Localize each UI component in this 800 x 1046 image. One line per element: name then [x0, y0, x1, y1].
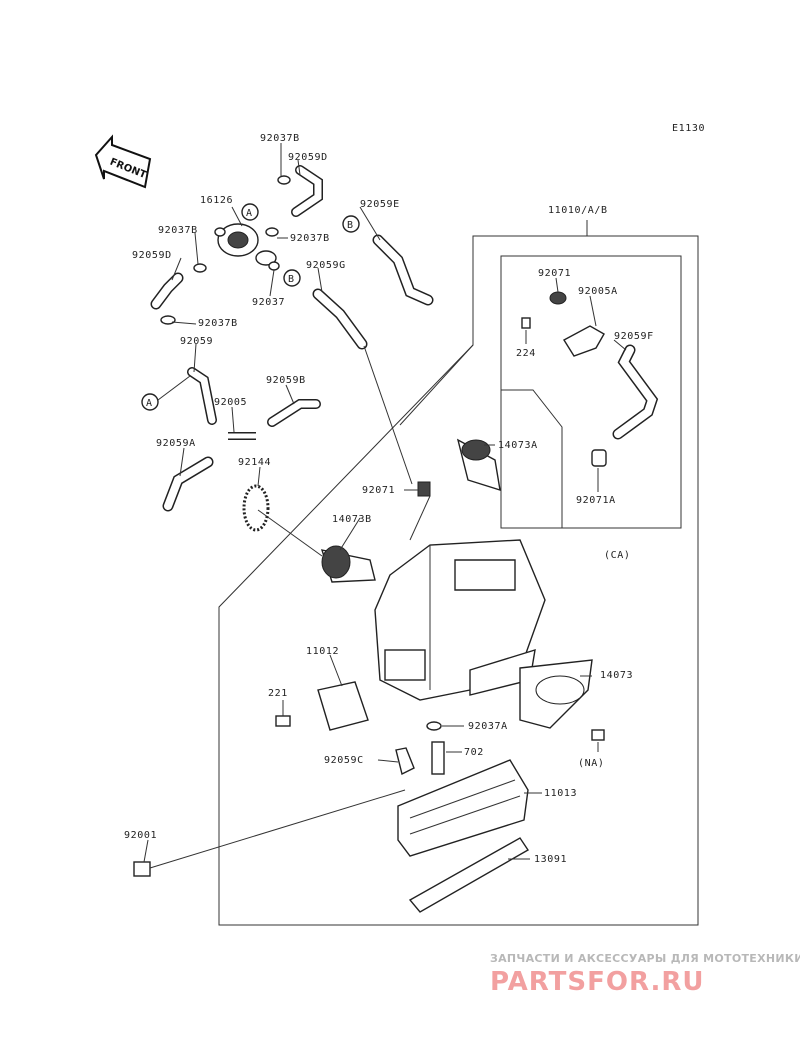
callout: (NA)	[578, 758, 604, 769]
diagram-code: E1130	[672, 123, 705, 134]
watermark: ЗАПЧАСТИ И АКСЕССУАРЫ ДЛЯ МОТОТЕХНИКИ PA…	[490, 952, 800, 997]
reference-markers: A B B A	[141, 203, 360, 411]
callout: 92059D	[132, 250, 172, 261]
callout: 92059C	[324, 755, 364, 766]
callout: 13091	[534, 854, 567, 865]
marker-b-2	[283, 269, 301, 287]
svg-text:B: B	[347, 220, 354, 231]
callout: 14073B	[332, 514, 372, 525]
marker-a-2	[141, 393, 159, 411]
callout: 224	[516, 348, 536, 359]
watermark-logo: PARTSFOR.RU	[490, 967, 704, 997]
callout: 92059G	[306, 260, 346, 271]
callout: 92005A	[578, 286, 618, 297]
callout: 92144	[238, 457, 271, 468]
callout: 92001	[124, 830, 157, 841]
svg-text:B: B	[288, 274, 295, 285]
callout: 92037B	[198, 318, 238, 329]
svg-text:A: A	[146, 398, 153, 409]
callout: 92059D	[288, 152, 328, 163]
callout: 11013	[544, 788, 577, 799]
callout: 92037	[252, 297, 285, 308]
callout: 11012	[306, 646, 339, 657]
callout: (CA)	[604, 550, 630, 561]
callout: 92037A	[468, 721, 508, 732]
california-parts-group	[521, 291, 659, 467]
assembly-outline	[218, 220, 699, 926]
air-cleaner-housing	[133, 438, 605, 913]
callout: 92059B	[266, 375, 306, 386]
callout: 92037B	[260, 133, 300, 144]
callout: 92071A	[576, 495, 616, 506]
callout: 14073	[600, 670, 633, 681]
front-arrow-icon: FRONT	[94, 134, 152, 189]
callout: 16126	[200, 195, 233, 206]
svg-text:A: A	[246, 208, 253, 219]
callout: 92059	[180, 336, 213, 347]
callout: 92037B	[290, 233, 330, 244]
air-switching-valve-group	[150, 165, 434, 532]
callout: 92059A	[156, 438, 196, 449]
callout: 221	[268, 688, 288, 699]
part-callouts: 92037B 92059D 16126 92037B 92059E 92037B…	[124, 133, 654, 865]
callout: 11010/A/B	[548, 205, 608, 216]
callout: 702	[464, 747, 484, 758]
callout: 92005	[214, 397, 247, 408]
callout: 14073A	[498, 440, 538, 451]
callout: 92037B	[158, 225, 198, 236]
leader-lines	[143, 143, 627, 869]
marker-a	[241, 203, 259, 221]
callout: 92071	[362, 485, 395, 496]
callout: 92071	[538, 268, 571, 279]
watermark-subtitle: ЗАПЧАСТИ И АКСЕССУАРЫ ДЛЯ МОТОТЕХНИКИ	[490, 952, 800, 965]
marker-b	[342, 215, 360, 233]
callout: 92059F	[614, 331, 654, 342]
callout: 92059E	[360, 199, 400, 210]
